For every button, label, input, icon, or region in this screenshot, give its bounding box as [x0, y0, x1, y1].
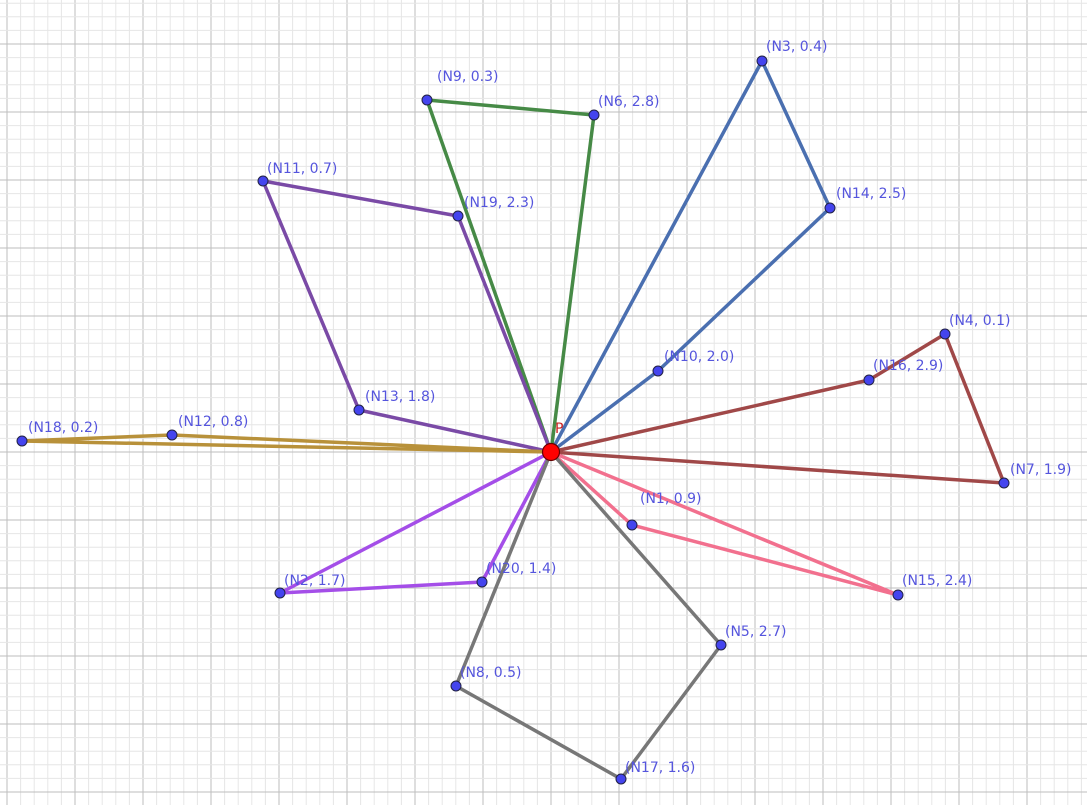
polygon-green[interactable] — [425, 98, 596, 454]
point-n12[interactable] — [166, 429, 178, 441]
label-n8: (N8, 0.5) — [460, 665, 521, 681]
label-n6: (N6, 2.8) — [598, 94, 659, 110]
point-n1[interactable] — [626, 519, 638, 531]
points — [16, 55, 1010, 785]
label-n12: (N12, 0.8) — [178, 414, 248, 430]
point-n8[interactable] — [450, 680, 462, 692]
label-n17: (N17, 1.6) — [625, 760, 695, 776]
point-n15[interactable] — [892, 589, 904, 601]
point-n4[interactable] — [939, 328, 951, 340]
point-n2[interactable] — [274, 587, 286, 599]
point-n10[interactable] — [652, 365, 664, 377]
label-n18: (N18, 0.2) — [28, 420, 98, 436]
label-n10: (N10, 2.0) — [664, 349, 734, 365]
label-n15: (N15, 2.4) — [902, 573, 972, 589]
label-n16: (N16, 2.9) — [873, 358, 943, 374]
label-n3: (N3, 0.4) — [766, 39, 827, 55]
label-n11: (N11, 0.7) — [267, 161, 337, 177]
point-n17[interactable] — [615, 773, 627, 785]
point-p[interactable] — [541, 442, 561, 462]
point-n20[interactable] — [476, 576, 488, 588]
point-n18[interactable] — [16, 435, 28, 447]
label-n4: (N4, 0.1) — [949, 313, 1010, 329]
label-n13: (N13, 1.8) — [365, 389, 435, 405]
label-n20: (N20, 1.4) — [486, 561, 556, 577]
label-n19: (N19, 2.3) — [464, 195, 534, 211]
point-n3[interactable] — [756, 55, 768, 67]
polygon-violet[interactable] — [278, 450, 553, 595]
point-n16[interactable] — [863, 374, 875, 386]
label-n9: (N9, 0.3) — [437, 69, 498, 85]
polygon-pink[interactable] — [549, 450, 900, 597]
point-n5[interactable] — [715, 639, 727, 651]
label-n14: (N14, 2.5) — [836, 186, 906, 202]
label-n7: (N7, 1.9) — [1010, 462, 1071, 478]
point-n13[interactable] — [353, 404, 365, 416]
label-n1: (N1, 0.9) — [640, 491, 701, 507]
label-n5: (N5, 2.7) — [725, 624, 786, 640]
point-labels: (N1, 0.9) (N2, 1.7) (N3, 0.4) (N4, 0.1) (N5,… — [28, 39, 1071, 776]
label-n2: (N2, 1.7) — [284, 573, 345, 589]
point-n11[interactable] — [257, 175, 269, 187]
point-n19[interactable] — [452, 210, 464, 222]
label-p: P — [555, 421, 563, 437]
point-n9[interactable] — [421, 94, 433, 106]
polygon-gold[interactable] — [20, 433, 553, 454]
point-n6[interactable] — [588, 109, 600, 121]
point-n7[interactable] — [998, 477, 1010, 489]
point-n14[interactable] — [824, 202, 836, 214]
